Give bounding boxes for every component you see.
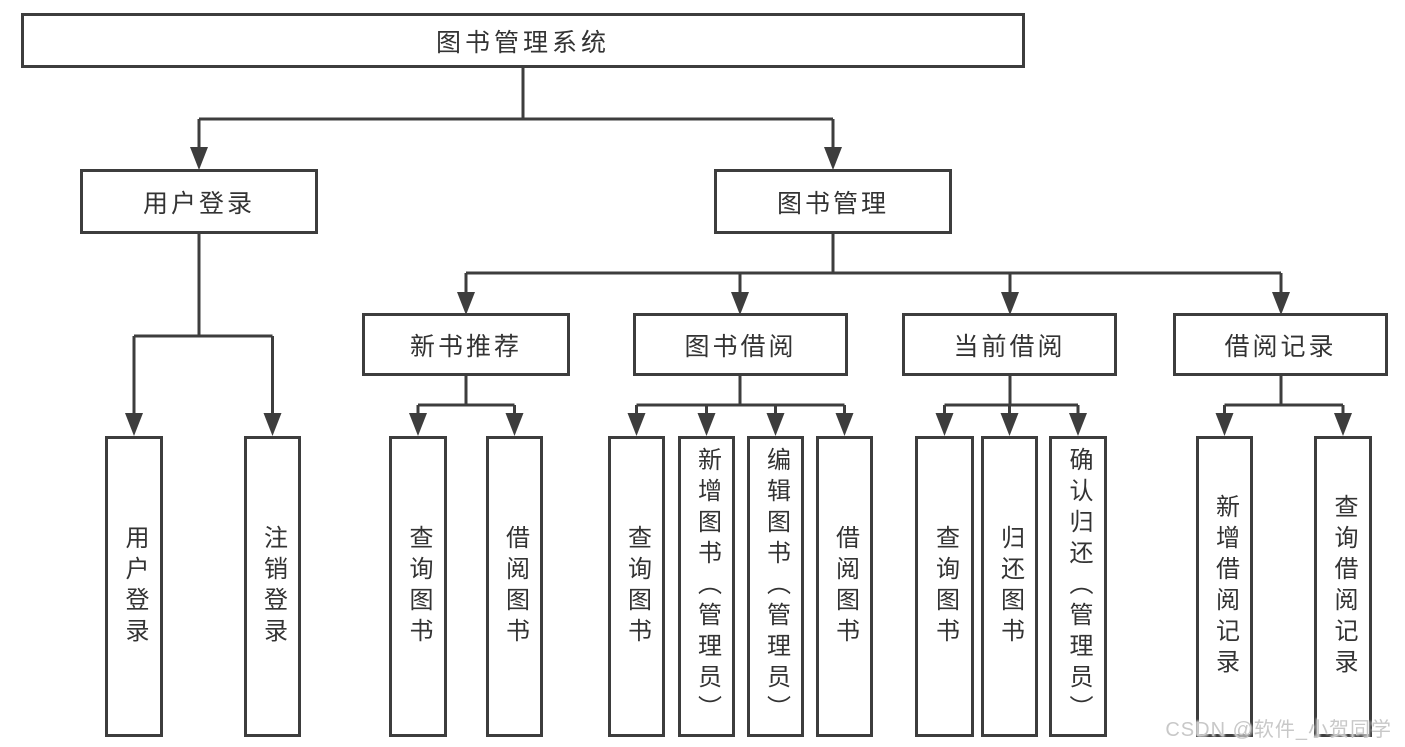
node-query-record: 查询借阅记录 bbox=[1314, 436, 1372, 737]
node-add-book-label: 新增图书（管理员） bbox=[693, 447, 721, 726]
node-borrow-book-rec: 借阅图书 bbox=[486, 436, 543, 737]
node-add-record: 新增借阅记录 bbox=[1196, 436, 1253, 737]
node-confirm-return-label: 确认归还（管理员） bbox=[1065, 447, 1092, 726]
node-login-leaf-label: 用户登录 bbox=[121, 524, 148, 649]
node-query-book-current-label: 查询图书 bbox=[931, 524, 959, 649]
node-logout-leaf: 注销登录 bbox=[244, 436, 301, 737]
node-query-book-rec-label: 查询图书 bbox=[405, 524, 432, 649]
node-add-book: 新增图书（管理员） bbox=[678, 436, 735, 737]
node-borrow-book-rec-label: 借阅图书 bbox=[501, 524, 529, 649]
watermark: CSDN @软件_小贺同学 bbox=[1165, 719, 1392, 741]
node-query-book-current: 查询图书 bbox=[915, 436, 974, 737]
node-add-record-label: 新增借阅记录 bbox=[1211, 493, 1239, 680]
node-root: 图书管理系统 bbox=[21, 13, 1025, 68]
node-book-mgmt: 图书管理 bbox=[714, 169, 952, 234]
node-query-book-rec: 查询图书 bbox=[389, 436, 447, 737]
node-borrow-book-borrow: 借阅图书 bbox=[816, 436, 873, 737]
node-login-leaf: 用户登录 bbox=[105, 436, 163, 737]
node-borrow-book-borrow-label: 借阅图书 bbox=[831, 524, 859, 649]
node-logout-leaf-label: 注销登录 bbox=[259, 524, 287, 649]
node-edit-book-label: 编辑图书（管理员） bbox=[762, 447, 790, 726]
node-return-book-label: 归还图书 bbox=[996, 524, 1024, 649]
node-confirm-return: 确认归还（管理员） bbox=[1049, 436, 1107, 737]
node-query-book-borrow: 查询图书 bbox=[608, 436, 665, 737]
node-edit-book: 编辑图书（管理员） bbox=[747, 436, 804, 737]
node-query-record-label: 查询借阅记录 bbox=[1330, 493, 1357, 680]
node-user-login: 用户登录 bbox=[80, 169, 318, 234]
node-new-book-rec: 新书推荐 bbox=[362, 313, 570, 376]
node-borrow-record: 借阅记录 bbox=[1173, 313, 1388, 376]
node-book-borrow: 图书借阅 bbox=[633, 313, 848, 376]
node-query-book-borrow-label: 查询图书 bbox=[623, 524, 651, 649]
node-current-borrow: 当前借阅 bbox=[902, 313, 1117, 376]
node-return-book: 归还图书 bbox=[981, 436, 1038, 737]
